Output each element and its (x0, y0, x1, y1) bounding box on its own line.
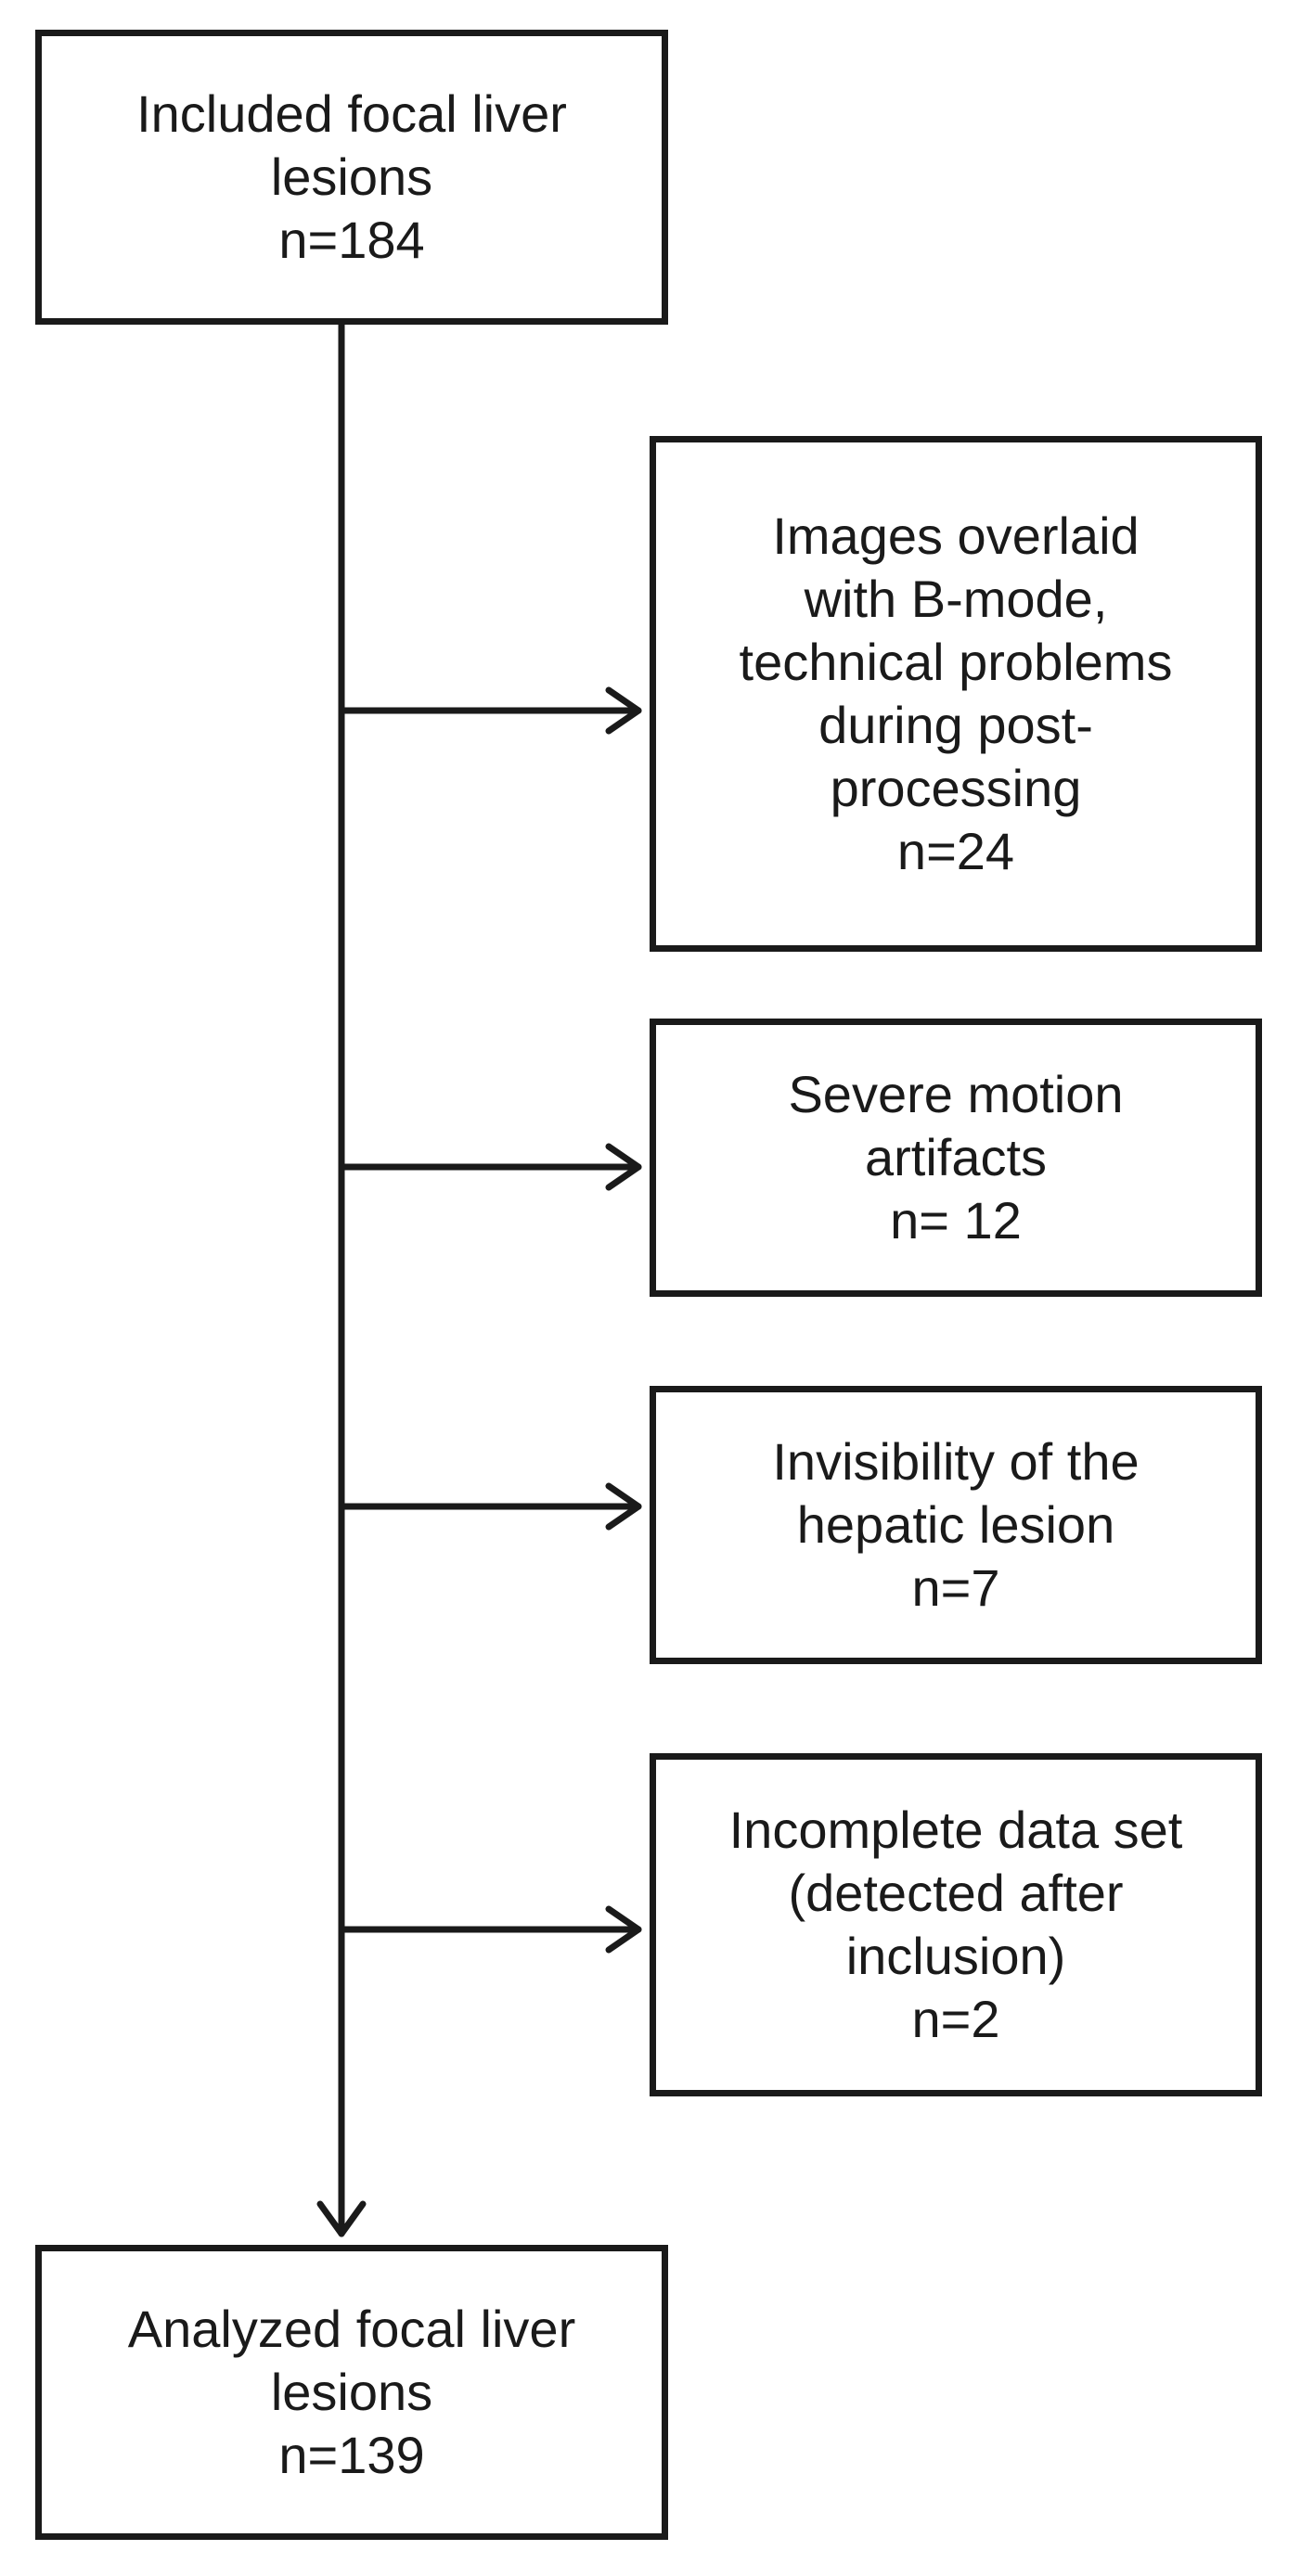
exclusion-4-line-3: inclusion) (845, 1927, 1066, 1985)
included-lesions-line-1: Included focal liver (136, 84, 567, 143)
analyzed-lesions-count: n=139 (278, 2426, 425, 2484)
exclusion-box-incomplete-data: Incomplete data set (detected after incl… (650, 1753, 1262, 2096)
exclusion-1-line-2: with B-mode, (804, 570, 1108, 628)
exclusion-4-count: n=2 (911, 1990, 1000, 2048)
exclusion-4-line-1: Incomplete data set (728, 1801, 1183, 1859)
exclusion-2-count: n= 12 (890, 1191, 1022, 1250)
exclusion-3-count: n=7 (911, 1558, 1000, 1617)
exclusion-1-line-1: Images overlaid (772, 506, 1140, 565)
exclusion-1-line-3: technical problems (739, 633, 1173, 691)
included-lesions-box: Included focal liver lesions n=184 (35, 30, 668, 325)
exclusion-arrow-1-head (605, 686, 642, 735)
included-lesions-line-2: lesions (270, 147, 433, 206)
main-flow-arrowhead (316, 2200, 367, 2237)
exclusion-1-line-5: processing (830, 759, 1082, 817)
exclusion-3-line-1: Invisibility of the (772, 1432, 1140, 1491)
analyzed-lesions-box: Analyzed focal liver lesions n=139 (35, 2245, 668, 2540)
exclusion-box-motion: Severe motion artifacts n= 12 (650, 1019, 1262, 1297)
exclusion-arrow-4-head (605, 1905, 642, 1954)
exclusion-2-line-1: Severe motion (788, 1065, 1124, 1123)
analyzed-lesions-line-1: Analyzed focal liver (127, 2300, 576, 2358)
analyzed-lesions-line-2: lesions (270, 2363, 433, 2421)
exclusion-1-count: n=24 (896, 822, 1015, 880)
exclusion-4-line-2: (detected after (788, 1864, 1124, 1922)
exclusion-3-line-2: hepatic lesion (796, 1495, 1115, 1554)
exclusion-1-line-4: during post- (818, 696, 1093, 754)
exclusion-arrow-2-head (605, 1143, 642, 1191)
exclusion-box-invisibility: Invisibility of the hepatic lesion n=7 (650, 1386, 1262, 1664)
exclusion-arrow-3-head (605, 1482, 642, 1531)
exclusion-2-line-2: artifacts (864, 1128, 1048, 1186)
exclusion-box-technical: Images overlaid with B-mode, technical p… (650, 436, 1262, 952)
included-lesions-count: n=184 (278, 211, 425, 269)
